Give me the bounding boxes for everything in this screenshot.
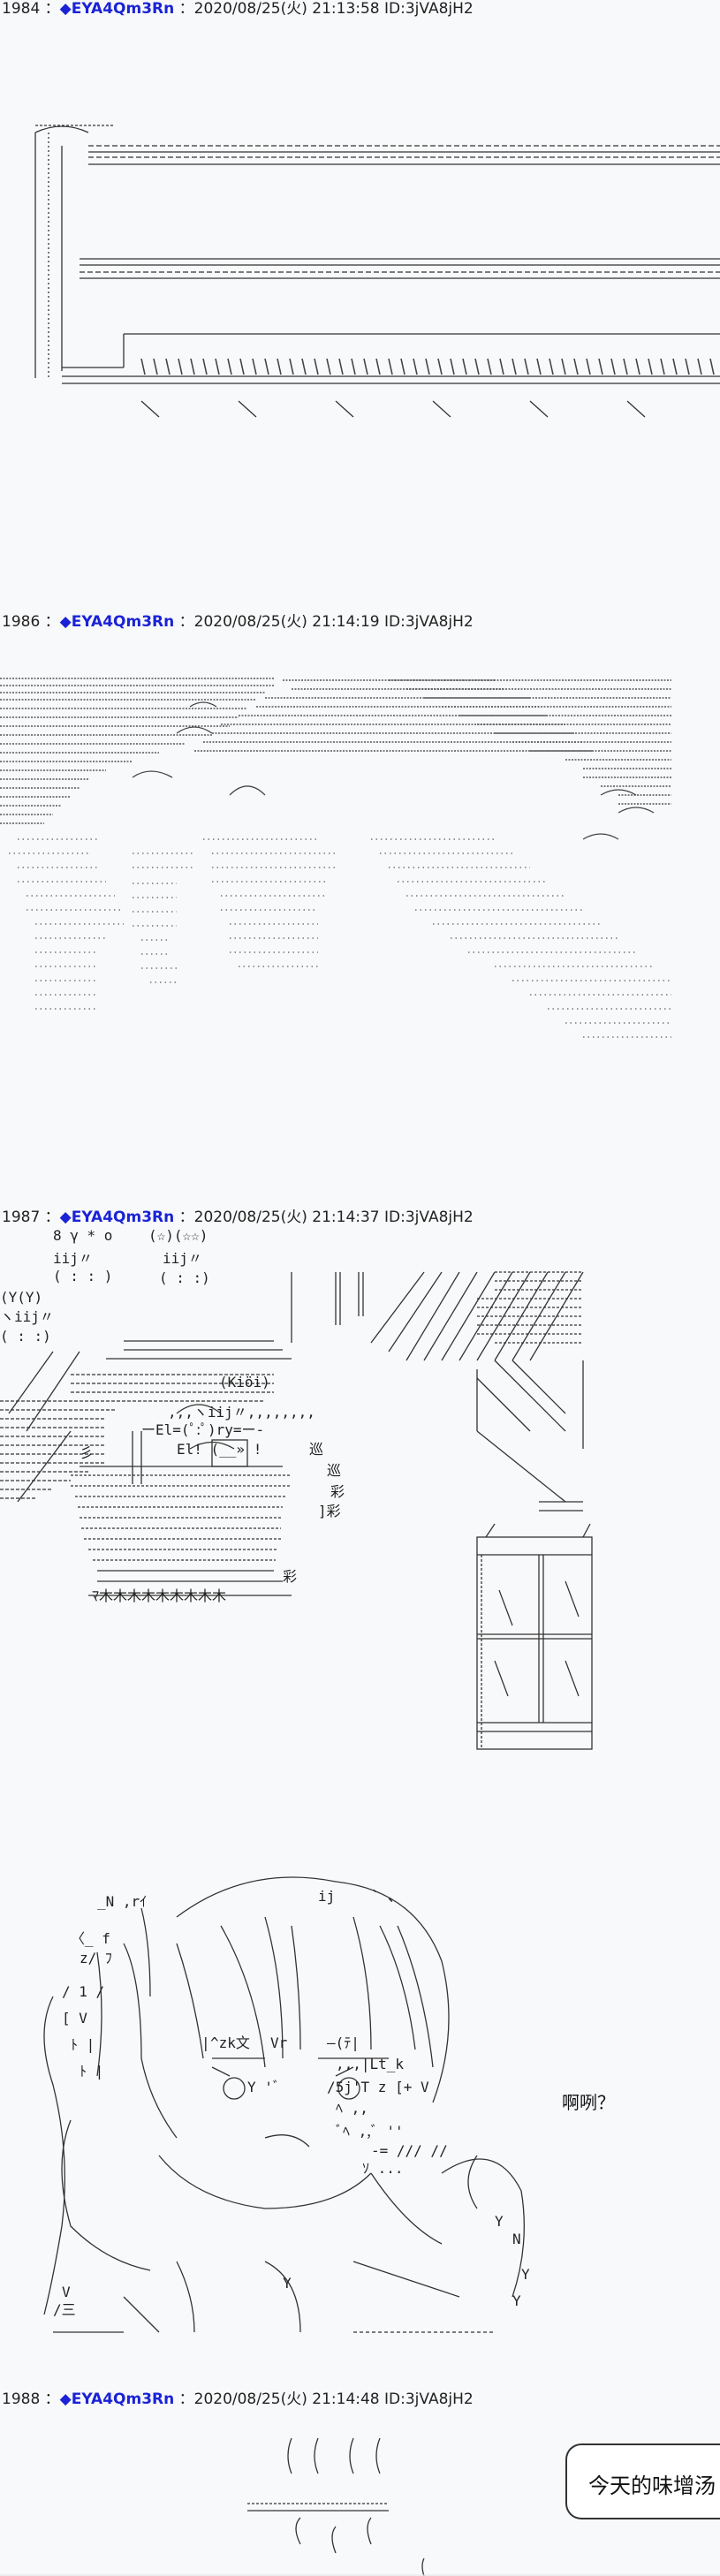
aa-zk-label: ^zk文	[210, 2034, 250, 2051]
svg-text:/ 1 /: / 1 /	[62, 1983, 104, 2000]
svg-text:/5j'T z [+ V: /5j'T z [+ V	[327, 2079, 429, 2095]
svg-text:ヽiij〃: ヽiij〃	[0, 1308, 54, 1325]
aa-cupboard	[476, 1523, 593, 1750]
dialogue-text: 啊咧？	[562, 2092, 615, 2113]
post-meta: ：2020/08/25(火) 21:14:19 ID:3jVA8jH2	[178, 613, 474, 631]
aa-girl-glyphs: _N ,rｲ ij ` ､ 〈_ f z/ ﾌ / 1 / [ V ﾄ | ﾄ …	[53, 1888, 530, 2318]
svg-text:/三: /三	[53, 2301, 76, 2318]
svg-text:Y 'ﾞ: Y 'ﾞ	[247, 2079, 280, 2095]
post-header-1987: 1987 ：◆EYA4Qm3Rn ：2020/08/25(火) 21:14:37…	[2, 1208, 474, 1226]
post-separator: ：	[44, 0, 60, 18]
poster-trip[interactable]: EYA4Qm3Rn	[71, 613, 175, 631]
aa-kitchen-right	[291, 1271, 584, 1512]
svg-text:N: N	[512, 2231, 521, 2247]
aa-mi-label-1: 巡	[309, 1441, 323, 1458]
poster-trip[interactable]: EYA4Qm3Rn	[71, 1208, 175, 1226]
aa-kitchen-glyphs: 8 γ * o (☆)(☆☆) iij〃 iij〃 ( : : ) ( : :)…	[0, 1227, 345, 1604]
svg-text:ﾞﾍ ,,ﾞ '': ﾞﾍ ,,ﾞ ''	[336, 2123, 404, 2140]
aa-cloud-dots	[9, 838, 671, 1038]
svg-text:( : : ): ( : : )	[53, 1268, 112, 1284]
svg-text:ｿ ...: ｿ ...	[362, 2160, 404, 2177]
aa-cai-label-2: 彩	[283, 1568, 297, 1585]
svg-text:,,,|Lt_k: ,,,|Lt_k	[336, 2056, 404, 2072]
aa-mi-label-2: 巡	[327, 1462, 341, 1479]
svg-text:( : :): ( : :)	[159, 1269, 210, 1286]
aa-kitchen-shelf	[0, 1340, 292, 1503]
aa-ij-label: ij	[318, 1888, 335, 1905]
aa-yy-label: (Y(Y)	[0, 1289, 42, 1306]
aa-tan-label: 彡	[80, 1444, 94, 1461]
svg-text:8 γ * o: 8 γ * o	[53, 1227, 112, 1244]
post-number[interactable]: 1987	[2, 1208, 41, 1226]
poster-trip[interactable]: EYA4Qm3Rn	[71, 0, 175, 18]
trip-diamond-icon: ◆	[59, 2390, 72, 2408]
svg-text:ﾄ |: ﾄ |	[71, 2036, 95, 2053]
aa-iij-label: iij〃	[163, 1250, 202, 1267]
svg-text:〈_ f: 〈_ f	[71, 1930, 110, 1947]
aa-rail-hatching	[140, 358, 715, 375]
svg-text:iij〃: iij〃	[53, 1250, 93, 1267]
svg-text:V: V	[62, 2284, 71, 2300]
caption-box: 今天的味增汤	[565, 2443, 720, 2519]
svg-text:Y: Y	[283, 2275, 292, 2292]
svg-text:[ V: [ V	[62, 2010, 87, 2027]
aa-rail-structure	[34, 125, 720, 384]
aa-cloud-curves	[132, 701, 655, 840]
post-number[interactable]: 1984	[2, 0, 41, 18]
aa-steam	[247, 2437, 425, 2576]
aa-stars-label: (☆)(☆☆)	[148, 1227, 208, 1244]
svg-text:]彩: ]彩	[318, 1503, 341, 1519]
svg-text:-= /// //: -= /// //	[371, 2142, 448, 2159]
svg-text:z/ ﾌ: z/ ﾌ	[80, 1950, 112, 1966]
poster-trip[interactable]: EYA4Qm3Rn	[71, 2390, 175, 2408]
svg-text:El! (__» !: El! (__» !	[177, 1441, 261, 1458]
post-number[interactable]: 1986	[2, 613, 41, 631]
svg-text:|: |	[201, 2034, 210, 2051]
trip-diamond-icon: ◆	[59, 0, 72, 18]
post-meta: ：2020/08/25(火) 21:14:48 ID:3jVA8jH2	[178, 2390, 474, 2408]
aa-rice-cooker	[71, 1404, 292, 1596]
svg-text:_N ,rｲ: _N ,rｲ	[97, 1893, 147, 1910]
svg-text:Y: Y	[521, 2266, 530, 2283]
aa-cloud-lines	[0, 678, 671, 824]
trip-diamond-icon: ◆	[59, 613, 72, 631]
post-separator: ：	[44, 1208, 60, 1226]
svg-text:ﾄ |: ﾄ |	[80, 2063, 103, 2080]
post-meta: ：2020/08/25(火) 21:13:58 ID:3jVA8jH2	[178, 0, 474, 18]
post-number[interactable]: 1988	[2, 2390, 41, 2408]
aa-girl-character	[43, 1876, 525, 2333]
svg-text:( : :): ( : :)	[0, 1328, 51, 1345]
post-header-1984: 1984 ：◆EYA4Qm3Rn ：2020/08/25(火) 21:13:58…	[2, 0, 474, 18]
aa-kidi-label: (Kiöi)	[219, 1374, 270, 1390]
svg-text:Y: Y	[495, 2213, 504, 2230]
svg-text:` ､: ` ､	[371, 1888, 395, 1905]
svg-text:,,,ヽiij〃,,,,,,,,: ,,,ヽiij〃,,,,,,,,	[168, 1404, 315, 1421]
svg-text:—(ﾃ|: —(ﾃ|	[327, 2034, 360, 2051]
aa-cai-label-1: 彩	[330, 1483, 345, 1500]
svg-text:ﾍ ,,: ﾍ ,,	[336, 2100, 368, 2117]
aa-el-label: ーEl=(ﾟ:ﾟ)ry=ー-	[141, 1421, 264, 1438]
caption-text: 今天的味增汤	[588, 2474, 716, 2498]
trip-diamond-icon: ◆	[59, 1208, 72, 1226]
svg-text:Y: Y	[512, 2292, 521, 2309]
post-separator: ：	[44, 613, 60, 631]
post-meta: ：2020/08/25(火) 21:14:37 ID:3jVA8jH2	[178, 1208, 474, 1226]
svg-text:ﾏ木木木木木木木木木: ﾏ木木木木木木木木木	[92, 1587, 226, 1604]
post-separator: ：	[44, 2390, 60, 2408]
post-header-1988: 1988 ：◆EYA4Qm3Rn ：2020/08/25(火) 21:14:48…	[2, 2390, 474, 2408]
aa-rail-shadow-strokes	[140, 400, 646, 418]
aa-vr-label: Vr	[270, 2034, 288, 2051]
post-header-1986: 1986 ：◆EYA4Qm3Rn ：2020/08/25(火) 21:14:19…	[2, 613, 474, 631]
